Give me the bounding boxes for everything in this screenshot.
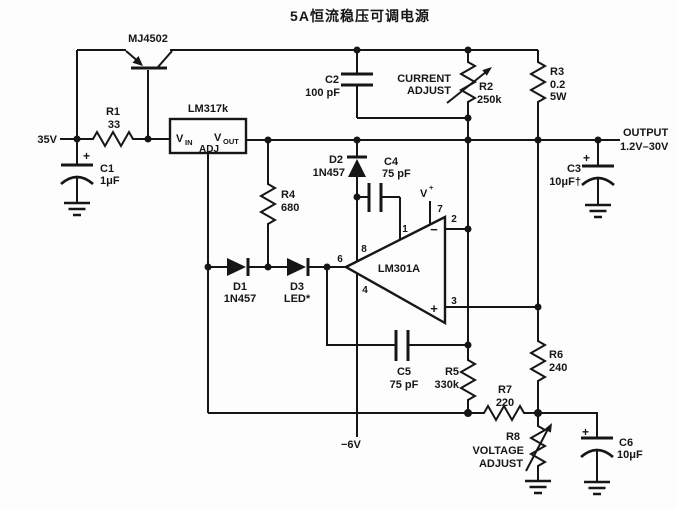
capacitor-c6: + C6 10μF [580, 425, 643, 496]
u2-pin8-label: 8 [361, 244, 367, 255]
d3-part-label: LED* [284, 293, 311, 305]
c5-value-label: 75 pF [390, 379, 419, 391]
capacitor-c5: C5 75 pF [390, 330, 419, 391]
output-label: OUTPUT [623, 127, 669, 139]
pot-arrow-icon [482, 67, 492, 76]
r1-ref-label: R1 [106, 106, 120, 118]
c4-value-label: 75 pF [382, 168, 411, 180]
r3-ref-label: R3 [550, 66, 564, 78]
ground-icon [585, 203, 611, 219]
r2-func2-label: ADJUST [407, 85, 451, 97]
u2-noninverting-sign: + [430, 301, 438, 316]
d1-part-label: 1N457 [224, 293, 256, 305]
u1-ref-label: LM317k [188, 103, 229, 115]
u2-pin2-label: 2 [451, 214, 457, 225]
c3-polarity: + [583, 151, 590, 165]
r7-ref-label: R7 [498, 384, 512, 396]
r2-ref-label: R2 [479, 81, 493, 93]
r7-value-label: 220 [496, 397, 514, 409]
regulator-u1: LM317k V IN V OUT ADJ [168, 103, 248, 155]
u2-pin4-label: 4 [362, 285, 368, 296]
r5-value-label: 330k [435, 379, 460, 391]
u2-pin7-label: 7 [437, 204, 443, 215]
u2-pin3-label: 3 [451, 296, 457, 307]
r4-value-label: 680 [281, 202, 299, 214]
r3-value-label: 0.2 [550, 79, 565, 91]
potentiometer-r2: CURRENT ADJUST R2 250k [397, 50, 502, 140]
ground-icon [525, 479, 551, 495]
input-voltage-label: 35V [37, 134, 57, 146]
q1-ref-label: MJ4502 [128, 33, 168, 45]
r6-ref-label: R6 [549, 349, 563, 361]
c4-ref-label: C4 [384, 156, 399, 168]
r1-value-label: 33 [108, 119, 120, 131]
u1-pin-vin-sub: IN [185, 138, 193, 147]
d1-ref-label: D1 [233, 281, 247, 293]
d2-ref-label: D2 [329, 154, 343, 166]
c3-ref-label: C3 [567, 163, 581, 175]
r2-func1-label: CURRENT [397, 73, 451, 85]
u2-ref-label: LM301A [378, 263, 420, 275]
r2-value-label: 250k [477, 94, 502, 106]
resistor-r3: R3 0.2 5W [528, 50, 567, 140]
c1-value-label: 1μF [100, 175, 120, 187]
output-range-label: 1.2V–30V [620, 141, 669, 153]
diode-d1: D1 1N457 [208, 258, 268, 305]
d2-part-label: 1N457 [313, 167, 345, 179]
resistor-r7: R7 220 [496, 384, 514, 409]
u2-pin1-label: 1 [402, 224, 408, 235]
r8-func2-label: ADJUST [479, 458, 523, 470]
u2-supply-label: V [420, 188, 428, 200]
u1-pin-vout: V [214, 132, 222, 144]
emitter-arrow-icon [132, 56, 143, 66]
c3-value-label: 10μF† [549, 176, 581, 188]
r8-ref-label: R8 [506, 431, 520, 443]
wires [76, 49, 620, 438]
c1-ref-label: C1 [100, 163, 114, 175]
schematic-title: 5A恒流稳压可调电源 [290, 8, 430, 24]
transistor-q1: MJ4502 [125, 33, 173, 70]
r8-func1-label: VOLTAGE [472, 445, 524, 457]
resistor-r1: R1 33 [60, 106, 170, 149]
pot-arrow-icon [544, 423, 552, 433]
r4-ref-label: R4 [281, 189, 296, 201]
capacitor-c1: + C1 1μF [60, 149, 120, 217]
opamp-u2: LM301A − + V + 7 2 1 8 6 4 3 [327, 183, 538, 326]
diode-d3: D3 LED* [268, 258, 327, 305]
diode-d2-icon [348, 159, 366, 177]
ground-icon [584, 480, 610, 496]
u1-pin-vin: V [176, 133, 184, 145]
resistor-r5: R5 330k [435, 345, 478, 413]
c6-value-label: 10μF [617, 449, 643, 461]
c1-polarity: + [83, 149, 90, 163]
diode-d2: D2 1N457 [313, 140, 367, 197]
c2-ref-label: C2 [325, 74, 339, 86]
u1-pin-adj: ADJ [199, 144, 219, 155]
diode-d1-icon [227, 258, 246, 276]
junction-dots [73, 46, 602, 417]
u1-pin-vout-sub: OUT [223, 137, 239, 146]
u2-inverting-sign: − [430, 222, 438, 237]
capacitor-c3: + C3 10μF† [549, 140, 615, 219]
resistor-r6: R6 240 [528, 307, 567, 413]
r6-value-label: 240 [549, 362, 567, 374]
negative-supply-label: −6V [341, 439, 362, 451]
r3-power-label: 5W [550, 91, 567, 103]
u2-pin6-label: 6 [337, 254, 343, 265]
potentiometer-r8: R8 VOLTAGE ADJUST [472, 413, 552, 495]
output-terminal: OUTPUT 1.2V–30V [620, 127, 669, 153]
d3-ref-label: D3 [290, 281, 304, 293]
c6-ref-label: C6 [619, 437, 633, 449]
ground-icon [64, 201, 90, 217]
c5-ref-label: C5 [397, 366, 411, 378]
c2-value-label: 100 pF [305, 87, 340, 99]
c6-polarity: + [582, 425, 589, 439]
r5-ref-label: R5 [445, 366, 459, 378]
u2-supply-sup: + [429, 183, 434, 192]
diode-d3-icon [287, 258, 306, 276]
resistor-r4: R4 680 [258, 140, 299, 267]
capacitor-c2: C2 100 pF [305, 50, 373, 118]
